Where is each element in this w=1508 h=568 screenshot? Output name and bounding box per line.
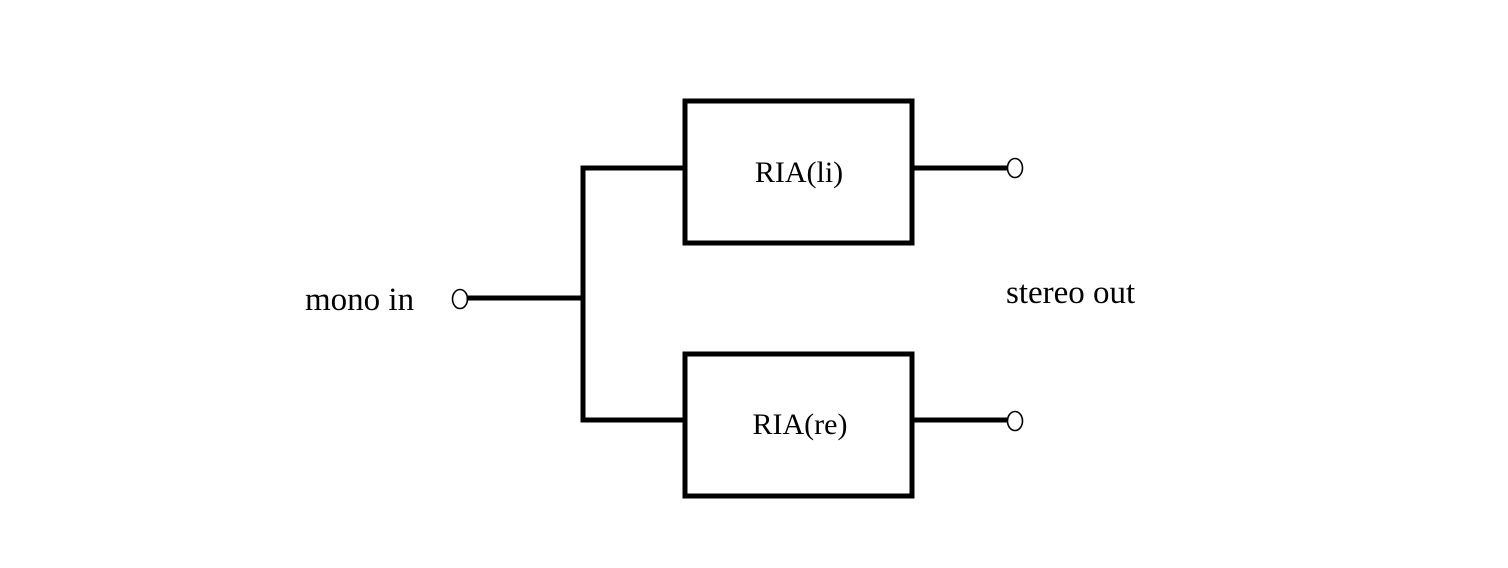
ria-right-block: RIA(re) [682,351,915,499]
ria-left-label: RIA(li) [755,156,843,189]
ria-left-box [682,98,915,246]
ria-left-block: RIA(li) [682,98,915,246]
stereo-out-left-terminal [1006,157,1024,179]
ria-right-label: RIA(re) [753,408,848,441]
mono-in-label: mono in [305,282,414,318]
stereo-out-label: stereo out [1006,275,1135,311]
stereo-out-right-terminal [1006,410,1024,432]
mono-in-terminal [451,288,469,310]
ria-right-box [682,351,915,499]
